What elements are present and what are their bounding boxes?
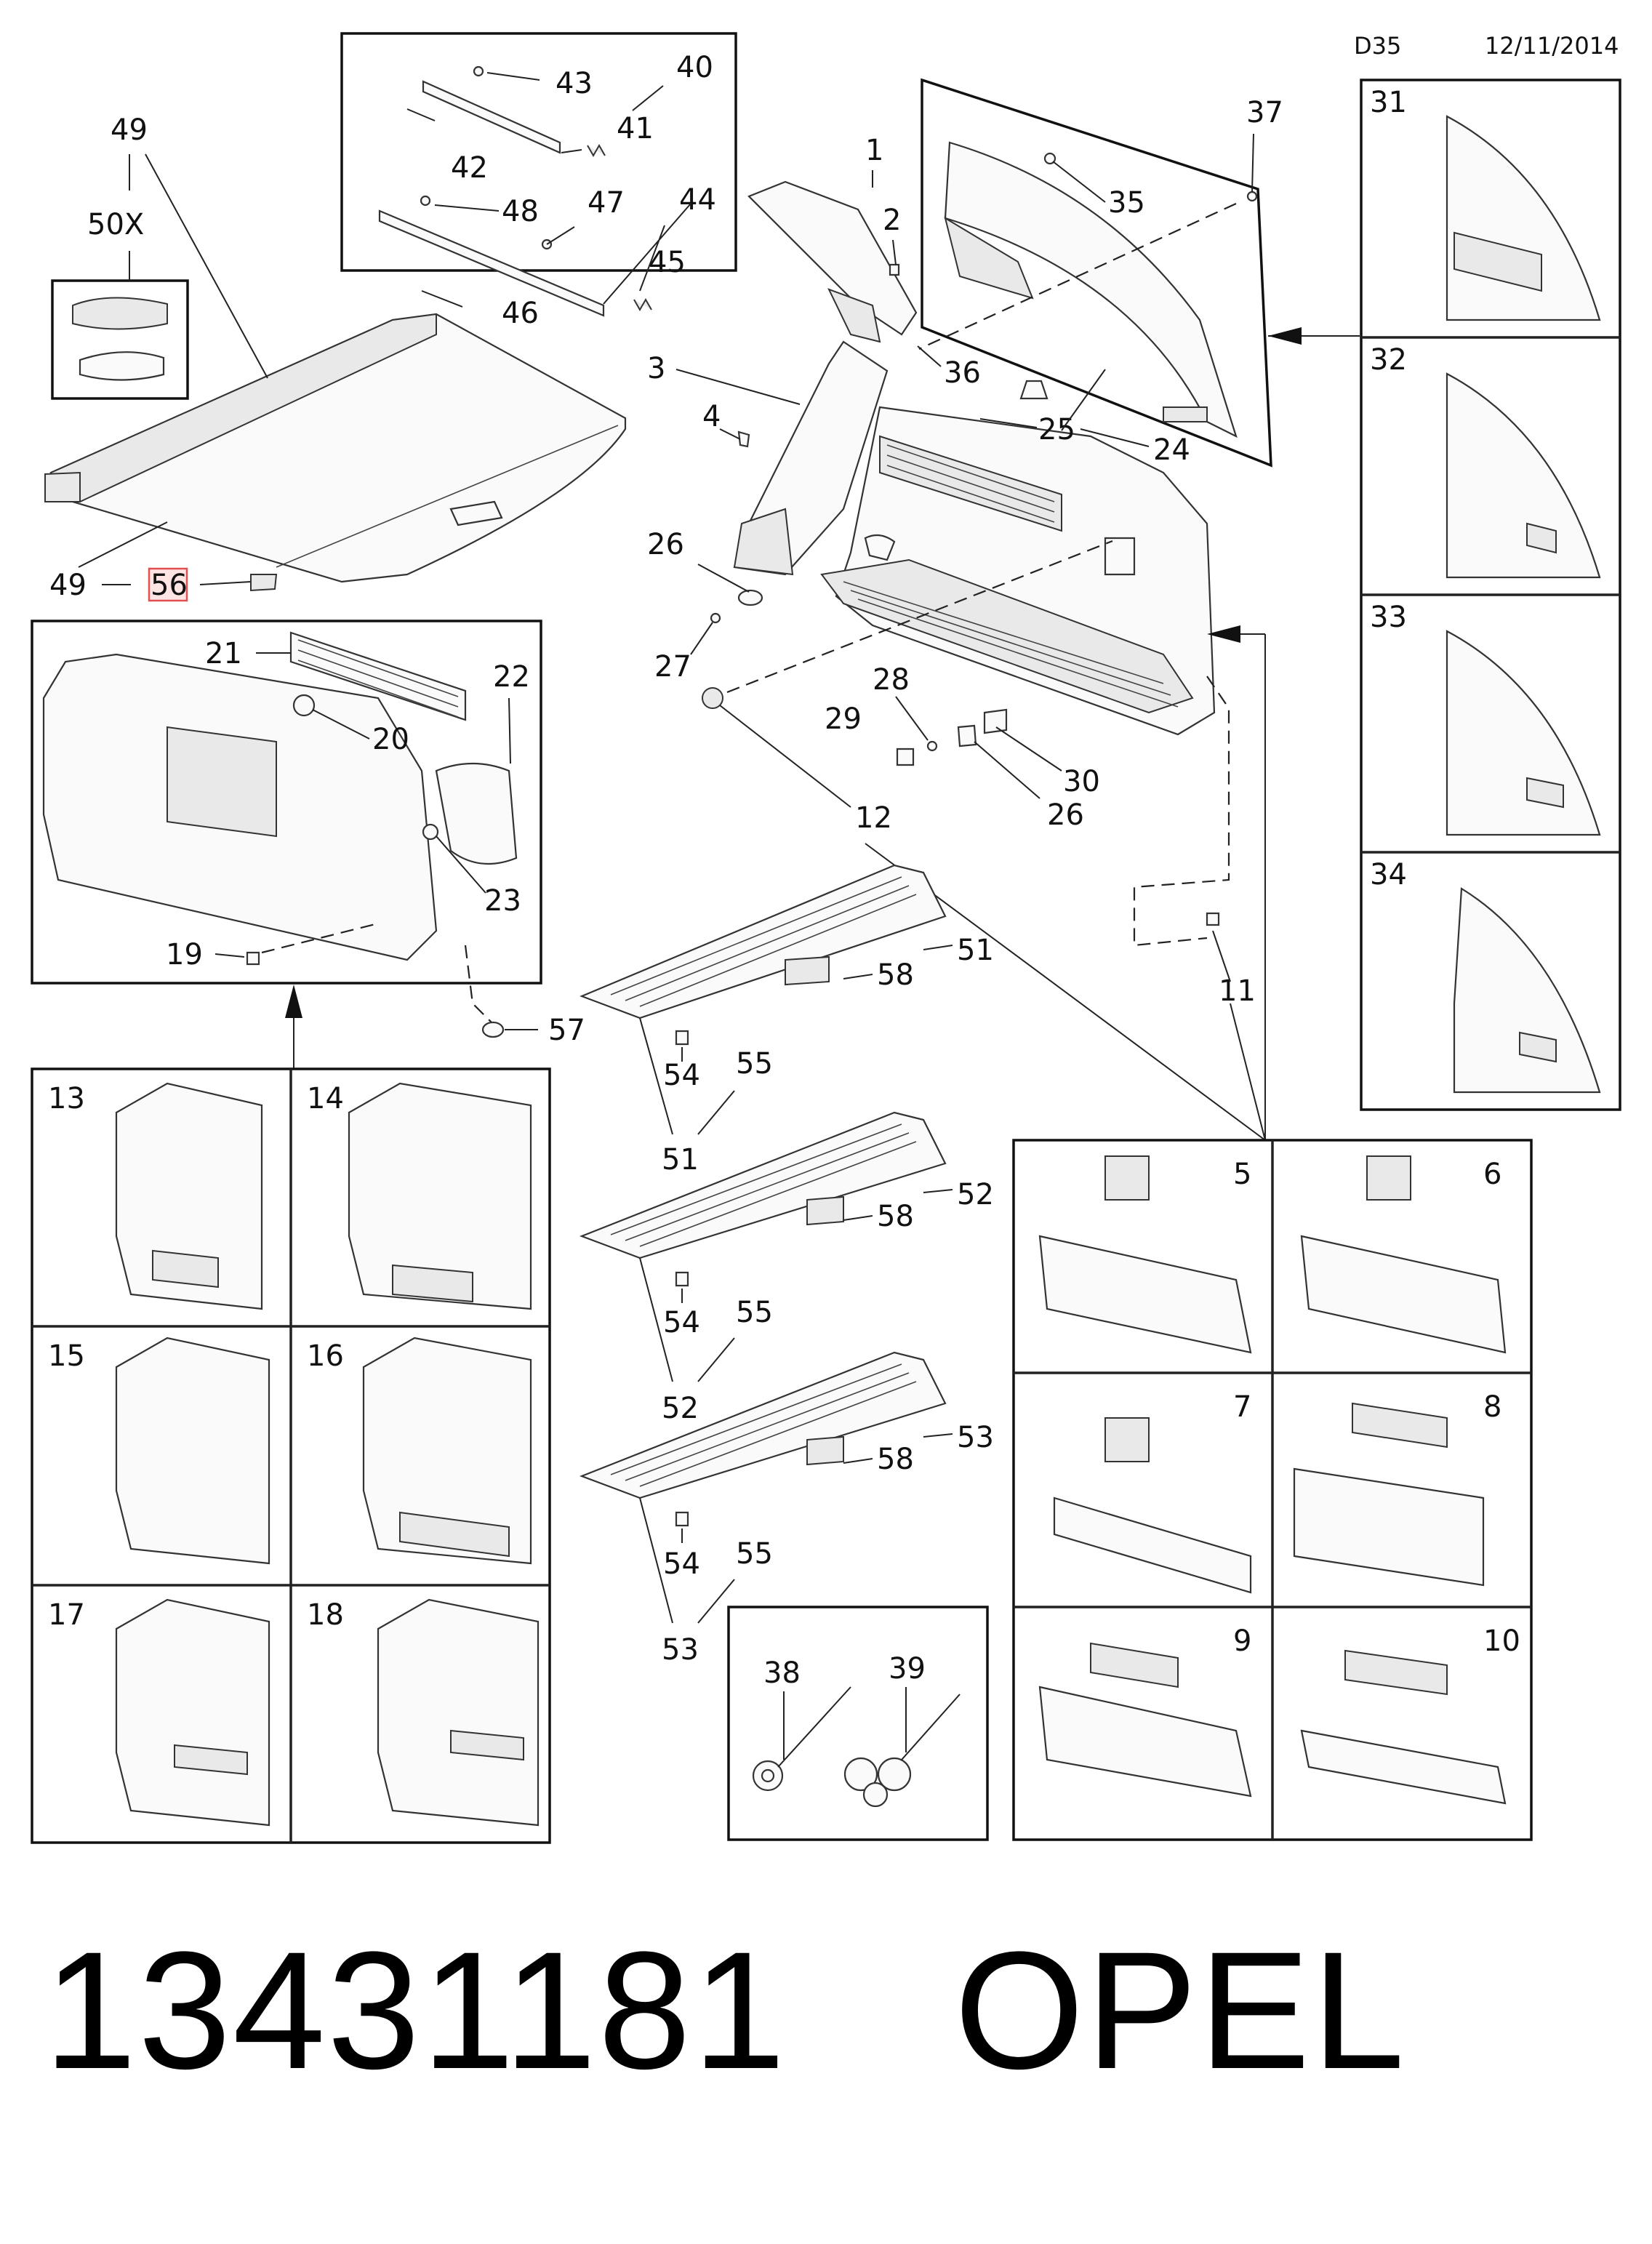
callout-28: 28	[873, 663, 910, 697]
callout-39: 39	[889, 1652, 926, 1686]
callout-56-highlight	[148, 567, 188, 602]
callout-49-bottom: 49	[49, 569, 87, 602]
variant-label-16: 16	[307, 1339, 344, 1373]
callout-23: 23	[484, 884, 521, 918]
callout-29: 29	[825, 702, 862, 736]
variant-label-10: 10	[1483, 1624, 1520, 1658]
tools-inset	[727, 1606, 989, 1841]
callout-55-upper: 55	[736, 1047, 773, 1081]
brand-name: OPEL	[954, 1917, 1406, 2104]
callout-11: 11	[1219, 974, 1256, 1008]
variant-label-32: 32	[1370, 343, 1407, 377]
callout-58-lower: 58	[877, 1443, 914, 1476]
variant-label-18: 18	[307, 1598, 344, 1632]
left-trim-inset	[31, 620, 542, 985]
callout-3: 3	[647, 352, 665, 385]
callout-24: 24	[1153, 433, 1190, 467]
arrow-to-left-inset	[285, 985, 302, 1018]
callout-57: 57	[548, 1014, 585, 1047]
diagram-date: 12/11/2014	[1485, 32, 1619, 60]
callout-20: 20	[372, 723, 409, 756]
callout-54-lower: 54	[663, 1547, 700, 1581]
callout-49-top: 49	[111, 113, 148, 147]
part-number: 13431181	[44, 1917, 787, 2104]
callout-19: 19	[166, 938, 203, 971]
clip-25	[1019, 380, 1048, 400]
callout-22: 22	[493, 660, 530, 694]
rear-quarter-panel	[820, 406, 1216, 736]
cargo-cover-illustration	[44, 313, 627, 583]
callout-26-upper: 26	[647, 528, 684, 561]
callout-43: 43	[556, 67, 593, 100]
callout-51-bottom: 51	[662, 1143, 699, 1177]
callout-51-right: 51	[957, 934, 994, 967]
arrow-to-panel	[1207, 625, 1240, 643]
callout-1: 1	[865, 134, 883, 167]
callout-45: 45	[649, 246, 686, 279]
callout-46: 46	[502, 297, 539, 330]
callout-30: 30	[1063, 765, 1100, 798]
variant-label-5: 5	[1233, 1158, 1251, 1191]
callout-54-upper: 54	[663, 1059, 700, 1092]
callout-41: 41	[617, 112, 654, 145]
callout-55-middle: 55	[736, 1296, 773, 1329]
callout-37: 37	[1246, 96, 1283, 129]
callout-47: 47	[588, 186, 625, 220]
callout-4: 4	[702, 400, 721, 433]
callout-54-middle: 54	[663, 1306, 700, 1339]
callout-21: 21	[205, 637, 242, 670]
callout-36: 36	[944, 356, 981, 390]
callout-12: 12	[855, 801, 892, 835]
bottom-variant-grid	[1012, 1139, 1533, 1841]
callout-50x: 50X	[87, 208, 144, 241]
callout-38: 38	[763, 1656, 801, 1690]
right-variant-grid	[1360, 79, 1621, 1111]
callout-55-lower: 55	[736, 1537, 773, 1571]
callout-44: 44	[679, 183, 716, 217]
variant-label-9: 9	[1233, 1624, 1251, 1658]
variant-label-33: 33	[1370, 601, 1407, 634]
variant-label-31: 31	[1370, 86, 1407, 119]
callout-52-right: 52	[957, 1178, 994, 1211]
variant-label-14: 14	[307, 1082, 344, 1115]
variant-label-13: 13	[48, 1082, 85, 1115]
variant-label-6: 6	[1483, 1158, 1501, 1191]
variant-label-17: 17	[48, 1598, 85, 1632]
variant-label-15: 15	[48, 1339, 85, 1373]
trim-pieces-upper	[733, 180, 918, 576]
upper-panel-inset	[921, 78, 1272, 468]
callout-56: 56	[151, 569, 188, 602]
callout-52-bottom: 52	[662, 1392, 699, 1425]
rails-inset	[340, 32, 737, 317]
callout-26-lower: 26	[1047, 798, 1084, 832]
callout-35: 35	[1108, 186, 1145, 220]
callout-27: 27	[654, 650, 691, 684]
callout-58-upper: 58	[877, 958, 914, 992]
arrow-to-inset	[1268, 327, 1302, 345]
sill-plates	[579, 864, 947, 1527]
variant-label-8: 8	[1483, 1390, 1501, 1424]
callout-53-bottom: 53	[662, 1633, 699, 1667]
callout-25: 25	[1038, 413, 1075, 446]
callout-2: 2	[883, 204, 901, 237]
cover-handle-inset	[51, 279, 189, 400]
callout-40: 40	[676, 51, 713, 84]
callout-42: 42	[451, 151, 488, 185]
variant-label-7: 7	[1233, 1390, 1251, 1424]
callout-53-right: 53	[957, 1421, 994, 1454]
callout-58-middle: 58	[877, 1200, 914, 1233]
diagram-code: D35	[1354, 32, 1401, 60]
callout-48: 48	[502, 195, 539, 228]
left-variant-grid	[31, 1067, 551, 1844]
variant-label-34: 34	[1370, 858, 1407, 891]
